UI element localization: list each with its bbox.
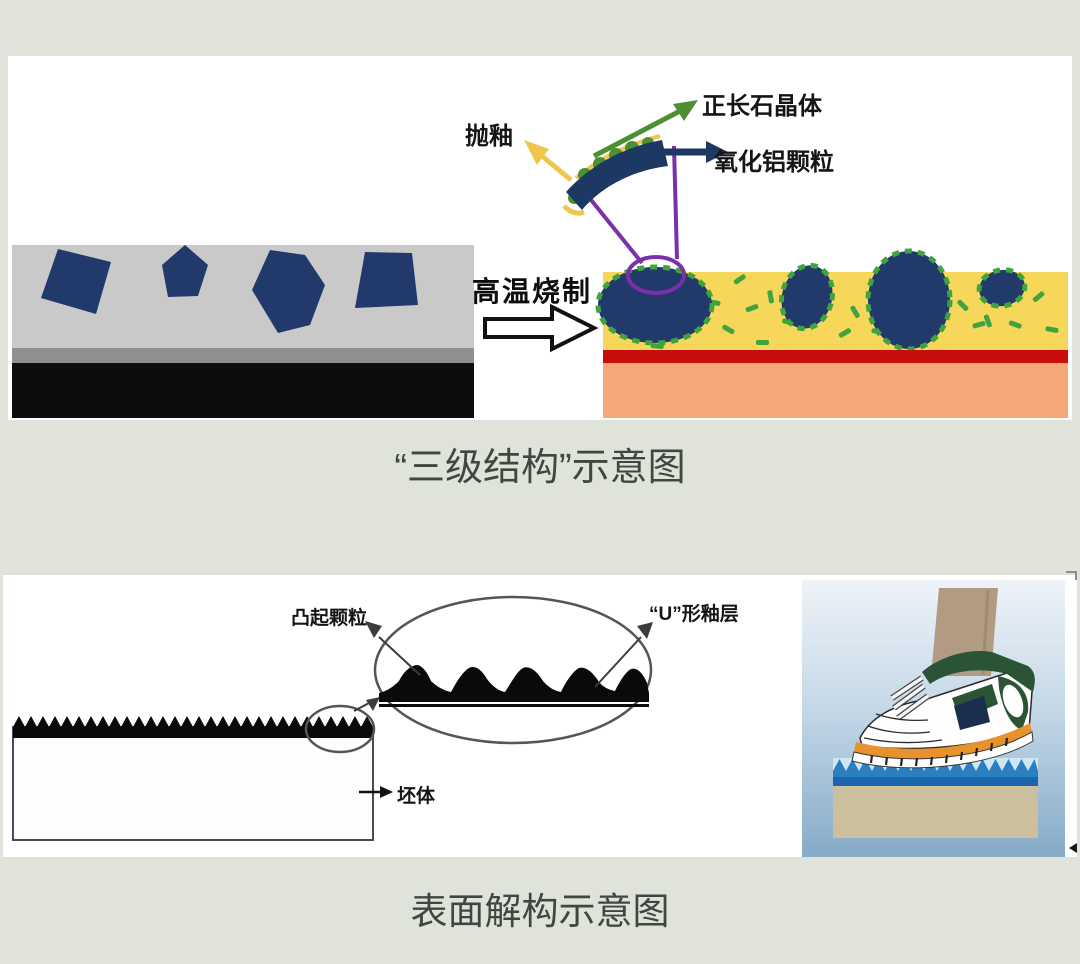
magnified-surface-inset — [373, 595, 653, 745]
firing-process-label: 高温烧制 — [472, 277, 593, 308]
zoom-link-arrow — [353, 697, 380, 712]
serrated-glaze-edge — [13, 716, 373, 738]
ground-layers — [833, 758, 1038, 838]
glaze-arrow — [524, 140, 573, 182]
alumina-arrow — [664, 141, 728, 163]
alumina-particle-label: 氧化铝颗粒 — [714, 150, 834, 176]
outsole-cleat-marks — [869, 737, 1009, 767]
shoe-illustration-canvas — [833, 588, 1038, 838]
green-body-arrow — [359, 786, 393, 798]
green-body-label: 坯体 — [397, 786, 436, 807]
wave-peaks — [379, 665, 649, 702]
anti-slip-shoe-illustration — [802, 580, 1065, 857]
magnified-chip-inset — [562, 134, 668, 216]
fired-structure-diagram — [12, 100, 1068, 418]
surface-structure-diagram — [12, 595, 653, 841]
fired-structure-figure-panel: 抛釉 正长石晶体 氧化铝颗粒 高温烧制 — [8, 56, 1072, 420]
surface-structure-figure-panel: 凸起颗粒 “U”形釉层 坯体 — [3, 575, 1077, 857]
magnifier-loop — [581, 145, 686, 295]
orthoclase-crystal-label: 正长石晶体 — [702, 94, 822, 120]
raised-particle-arrow — [365, 621, 421, 676]
u-glaze-arrow — [594, 622, 653, 688]
chip-body — [566, 140, 668, 210]
tiny-arrow-mark — [1069, 843, 1077, 853]
unfired-tile-layers — [12, 245, 474, 418]
shoe-laces — [890, 675, 930, 721]
process-arrow — [483, 303, 599, 353]
corner-bracket-mark — [1066, 571, 1077, 580]
sneaker-illustration — [851, 650, 1035, 769]
polished-glaze-label: 抛釉 — [465, 124, 513, 150]
alumina-blobs — [595, 248, 1028, 352]
bottom-figure-caption: 表面解构示意图 — [410, 891, 670, 932]
raised-particle-label: 凸起颗粒 — [291, 608, 368, 629]
top-figure-caption: “三级结构”示意图 — [394, 447, 686, 489]
water-wave-edge — [833, 759, 1038, 777]
tile-body-block — [12, 716, 374, 841]
raw-particle-polygons — [41, 245, 418, 333]
zoom-source-circle — [304, 704, 376, 754]
crystal-arrow — [592, 100, 698, 159]
fired-tile-layers — [595, 248, 1068, 418]
u-shaped-glaze-label: “U”形釉层 — [649, 604, 739, 625]
